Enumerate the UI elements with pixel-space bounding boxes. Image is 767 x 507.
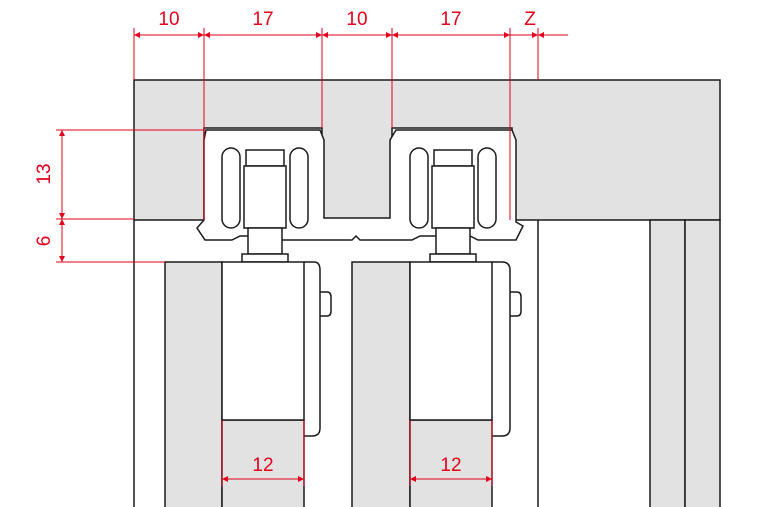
- dimension-label: 12: [252, 455, 273, 476]
- top-dimension-chain: 10 17 10 17 Z: [133, 9, 568, 220]
- dimension-label: 12: [440, 455, 461, 476]
- dimension-label: 17: [440, 9, 461, 30]
- dimension-label: Z: [524, 9, 536, 30]
- carriage-right: [409, 147, 497, 263]
- wall-panel: [684, 219, 721, 507]
- door-right: [351, 261, 522, 507]
- dimension-label: 13: [34, 163, 55, 184]
- dimension-label: 17: [252, 9, 273, 30]
- wall-panel: [649, 219, 686, 507]
- bottom-dimensions: 12 12: [221, 420, 493, 486]
- dimension-label: 10: [158, 9, 179, 30]
- door-left: [164, 261, 332, 507]
- left-dimension-chain: 13 6: [34, 129, 204, 263]
- carriage-left: [221, 147, 309, 263]
- dimension-label: 6: [34, 236, 55, 247]
- dimension-label: 10: [346, 9, 367, 30]
